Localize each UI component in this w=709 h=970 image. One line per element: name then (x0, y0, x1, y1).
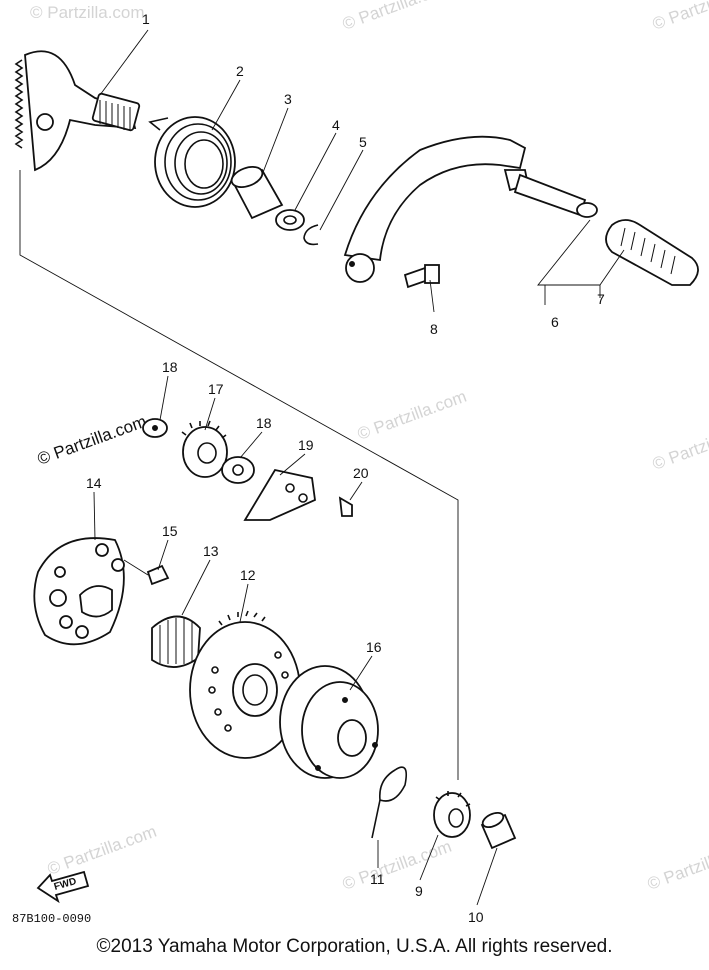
callout-3: 3 (284, 91, 292, 107)
callout-4: 4 (332, 117, 340, 133)
watermark: © Partzilla.com (650, 417, 709, 474)
callout-16: 16 (366, 639, 382, 655)
watermark: © Partzilla.com (45, 822, 159, 879)
callout-19: 19 (298, 437, 314, 453)
watermark: © Partzilla.com (645, 837, 709, 894)
callout-1: 1 (142, 11, 150, 27)
callout-2: 2 (236, 63, 244, 79)
collar-part (230, 166, 284, 220)
kick-spring-part (148, 116, 236, 208)
assembly-guide-lines (19, 170, 459, 780)
callout-5: 5 (359, 134, 367, 150)
gear-9-part (433, 791, 471, 838)
leader-lines (93, 29, 625, 906)
callout-12: 12 (240, 567, 256, 583)
screw-20-part (338, 496, 353, 517)
watermark: © Partzilla.com (30, 3, 145, 22)
bolt-part (403, 264, 440, 289)
callout-17: 17 (208, 381, 224, 397)
watermark: © Partzilla.com (355, 387, 469, 444)
callout-9: 9 (415, 883, 423, 899)
callout-numbers: 1 2 3 4 5 6 7 8 18 17 18 19 20 14 15 13 … (86, 11, 605, 925)
washer-18-upper-part (142, 418, 168, 438)
watermark: © Partzilla.com (340, 837, 454, 894)
circlip-part (303, 224, 319, 246)
watermark: © Partzilla.com (650, 0, 709, 34)
kick-crank-part (343, 135, 598, 283)
watermark: © Partzilla.com (340, 0, 454, 34)
callout-14: 14 (86, 475, 102, 491)
washer-18-lower-part (221, 456, 255, 484)
callout-8: 8 (430, 321, 438, 337)
washer-part (275, 209, 305, 231)
fwd-arrow: FWD (36, 870, 90, 904)
bracket-19-part (243, 468, 316, 521)
plate-14-part (33, 537, 125, 646)
callout-13: 13 (203, 543, 219, 559)
callout-20: 20 (353, 465, 369, 481)
callout-11: 11 (370, 871, 385, 887)
bearing-13-part (151, 615, 201, 668)
gear-17-part (181, 420, 228, 478)
screw-15-part (146, 564, 170, 586)
diagram-code: 87B100-0090 (12, 912, 91, 926)
watermark-dark: © Partzilla.com (35, 412, 149, 469)
callout-6: 6 (551, 314, 559, 330)
collar-10-part (480, 811, 517, 850)
callout-15: 15 (162, 523, 178, 539)
clutch-16-part (279, 665, 379, 779)
callout-18-upper: 18 (162, 359, 178, 375)
kick-grip-part (605, 219, 699, 286)
callout-10: 10 (468, 909, 484, 925)
callout-7: 7 (597, 291, 605, 307)
copyright-notice: ©2013 Yamaha Motor Corporation, U.S.A. A… (96, 936, 613, 957)
callout-18-lower: 18 (256, 415, 272, 431)
gear-12-part (189, 610, 301, 759)
kick-shaft-part (14, 50, 141, 172)
clip-11-part (371, 766, 408, 839)
